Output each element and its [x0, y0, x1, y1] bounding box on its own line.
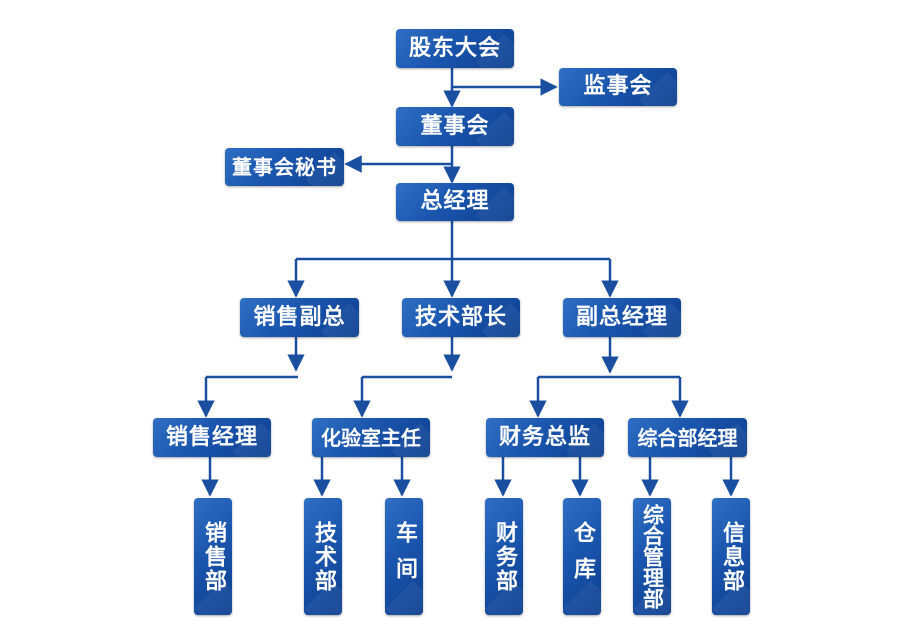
- node-supervisory-board: 监事会: [559, 68, 677, 106]
- node-info-department: 信息部: [712, 498, 750, 615]
- node-sales-manager: 销售经理: [153, 418, 271, 457]
- node-finance-department: 财务部: [485, 498, 523, 615]
- node-warehouse: 仓库: [563, 498, 601, 615]
- node-finance-director: 财务总监: [486, 418, 604, 457]
- node-admin-manager: 综合部经理: [628, 418, 747, 457]
- node-board-secretary: 董事会秘书: [225, 148, 344, 186]
- node-shareholders-meeting: 股东大会: [396, 29, 514, 68]
- node-sales-vp: 销售副总: [240, 298, 359, 337]
- node-admin-department: 综合管理部: [633, 498, 671, 615]
- node-deputy-gm: 副总经理: [563, 298, 681, 337]
- node-tech-department: 技术部: [304, 498, 342, 615]
- node-tech-director: 技术部长: [402, 298, 520, 337]
- node-sales-department: 销售部: [194, 498, 232, 615]
- node-workshop: 车间: [385, 498, 423, 615]
- node-lab-director: 化验室主任: [312, 418, 430, 457]
- node-board-of-directors: 董事会: [396, 107, 514, 146]
- node-general-manager: 总经理: [396, 183, 514, 221]
